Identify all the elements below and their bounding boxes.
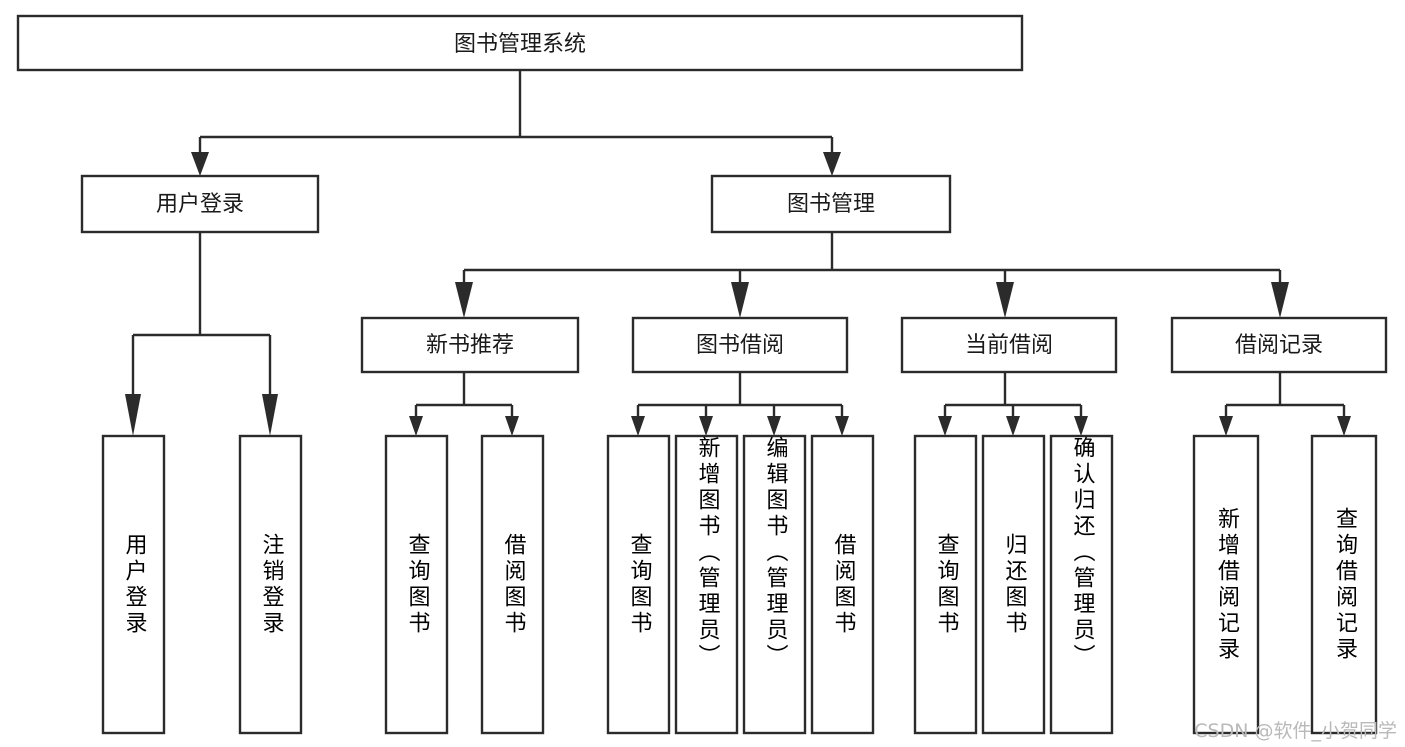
node-leaf-borrow-book-2-label: 借阅图书 [830, 532, 856, 637]
node-leaf-edit-book-label: 编辑图书（管理员） [762, 436, 788, 670]
node-borrow-record-label: 借阅记录 [1235, 333, 1323, 358]
node-leaf-query-book-2-label: 查询图书 [626, 532, 652, 637]
node-leaf-return-book[interactable]: 归还图书 [981, 434, 1046, 735]
connector-layer [125, 70, 1351, 436]
node-leaf-confirm-return[interactable]: 确认归还（管理员） [1049, 434, 1114, 735]
node-leaf-query-book-2[interactable]: 查询图书 [606, 434, 671, 735]
arrowhead-book-management [823, 152, 841, 176]
node-leaf-logout-login[interactable]: 注销登录 [238, 434, 303, 735]
arrowhead-leaf-add-book [699, 416, 713, 436]
node-leaf-logout-login-label: 注销登录 [258, 532, 284, 637]
node-borrow-record[interactable]: 借阅记录 [1170, 316, 1388, 374]
node-leaf-borrow-book-2[interactable]: 借阅图书 [810, 434, 875, 735]
node-leaf-query-record[interactable]: 查询借阅记录 [1310, 434, 1378, 735]
arrowhead-new-book-recommend [455, 282, 473, 318]
node-user-login-label: 用户登录 [156, 192, 244, 217]
node-book-management-label: 图书管理 [787, 192, 875, 217]
arrowhead-leaf-query-record [1337, 416, 1351, 436]
node-current-borrow-label: 当前借阅 [965, 333, 1053, 358]
node-leaf-borrow-book-1-label: 借阅图书 [500, 532, 526, 637]
node-leaf-add-record-label: 新增借阅记录 [1214, 506, 1239, 663]
arrowhead-borrow-record [1271, 282, 1289, 318]
node-leaf-query-book-1[interactable]: 查询图书 [384, 434, 449, 735]
csdn-watermark: CSDN @软件_小贺同学 [1194, 720, 1397, 742]
node-root[interactable]: 图书管理系统 [16, 14, 1024, 72]
node-new-book-recommend-label: 新书推荐 [426, 333, 514, 358]
node-leaf-return-book-label: 归还图书 [1001, 532, 1027, 637]
node-leaf-query-record-label: 查询借阅记录 [1332, 506, 1357, 663]
arrowhead-leaf-user-login [125, 394, 141, 436]
node-leaf-confirm-return-label: 确认归还（管理员） [1069, 436, 1095, 670]
node-root-label: 图书管理系统 [454, 32, 586, 57]
node-leaf-edit-book[interactable]: 编辑图书（管理员） [742, 434, 807, 735]
node-leaf-user-login-label: 用户登录 [121, 532, 147, 637]
node-leaf-add-book[interactable]: 新增图书（管理员） [674, 434, 739, 735]
arrowhead-leaf-query-book-3 [938, 416, 952, 436]
node-new-book-recommend[interactable]: 新书推荐 [360, 316, 580, 374]
node-leaf-borrow-book-1[interactable]: 借阅图书 [480, 434, 545, 735]
arrowhead-leaf-borrow-book-2 [835, 416, 849, 436]
node-leaf-user-login[interactable]: 用户登录 [101, 434, 166, 735]
arrowhead-leaf-query-book-2 [631, 416, 645, 436]
node-leaf-query-book-3-label: 查询图书 [933, 532, 959, 637]
arrowhead-leaf-add-record [1219, 416, 1233, 436]
arrowhead-current-borrow [996, 282, 1014, 318]
arrowhead-leaf-edit-book [767, 416, 781, 436]
arrowhead-leaf-query-book-1 [409, 416, 423, 436]
node-current-borrow[interactable]: 当前借阅 [900, 316, 1118, 374]
node-book-borrow-label: 图书借阅 [696, 333, 784, 358]
node-leaf-query-book-3[interactable]: 查询图书 [913, 434, 978, 735]
node-leaf-query-book-1-label: 查询图书 [404, 532, 430, 637]
arrowhead-leaf-confirm-return [1074, 416, 1088, 436]
node-book-borrow[interactable]: 图书借阅 [631, 316, 849, 374]
node-user-login[interactable]: 用户登录 [80, 174, 320, 234]
arrowhead-leaf-borrow-book-1 [505, 416, 519, 436]
arrowhead-leaf-return-book [1006, 416, 1020, 436]
arrowhead-leaf-logout-login [262, 394, 278, 436]
arrowhead-user-login [191, 152, 209, 176]
arrowhead-book-borrow [731, 282, 749, 318]
node-leaf-add-record[interactable]: 新增借阅记录 [1192, 434, 1260, 735]
node-leaf-add-book-label: 新增图书（管理员） [694, 436, 720, 670]
node-book-management[interactable]: 图书管理 [710, 174, 952, 234]
